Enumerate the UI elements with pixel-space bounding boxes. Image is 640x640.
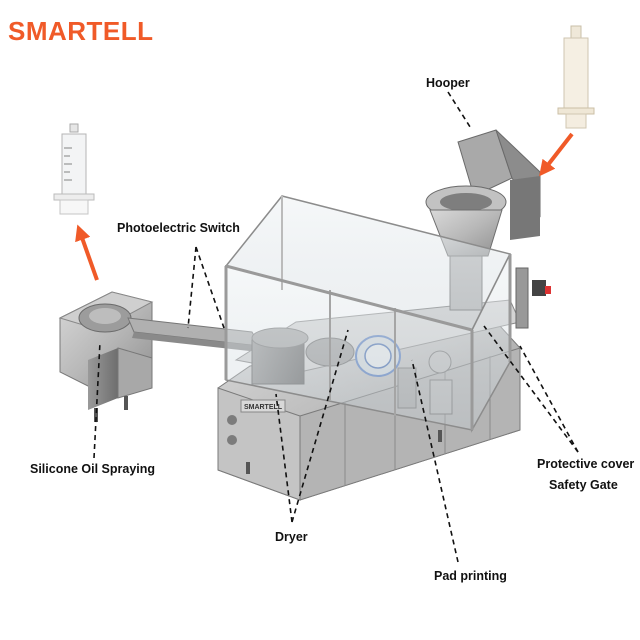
leader-photoelectric-b [195, 246, 225, 329]
protective-cover [224, 195, 551, 433]
leader-hooper [447, 91, 473, 131]
leader-dryer-a [275, 393, 293, 523]
arrow-input-icon [539, 132, 574, 177]
leader-silicone [93, 341, 101, 459]
label-pad-printing: Pad printing [434, 569, 507, 583]
leader-photoelectric-a [187, 246, 197, 329]
silicone-oil-spraying-unit [58, 291, 154, 422]
label-hooper: Hooper [426, 76, 470, 90]
panel-brand-text: SMARTELL [244, 404, 283, 411]
label-silicone-oil-spraying: Silicone Oil Spraying [30, 462, 156, 476]
leader-lines [93, 91, 579, 563]
label-protective-cover: Protective cover [537, 457, 635, 471]
leader-dryer-b [291, 329, 349, 523]
brand-logo: SMARTELL [8, 16, 154, 46]
arrow-output-icon [75, 224, 99, 281]
syringe-output-icon [53, 123, 95, 215]
label-safety-gate: Safety Gate [549, 478, 618, 492]
label-dryer: Dryer [275, 530, 308, 544]
label-photoelectric-switch: Photoelectric Switch [117, 221, 240, 235]
leader-protective-cover [519, 345, 579, 453]
syringe-input-icon [557, 25, 595, 129]
leader-pad-printing [411, 359, 459, 563]
